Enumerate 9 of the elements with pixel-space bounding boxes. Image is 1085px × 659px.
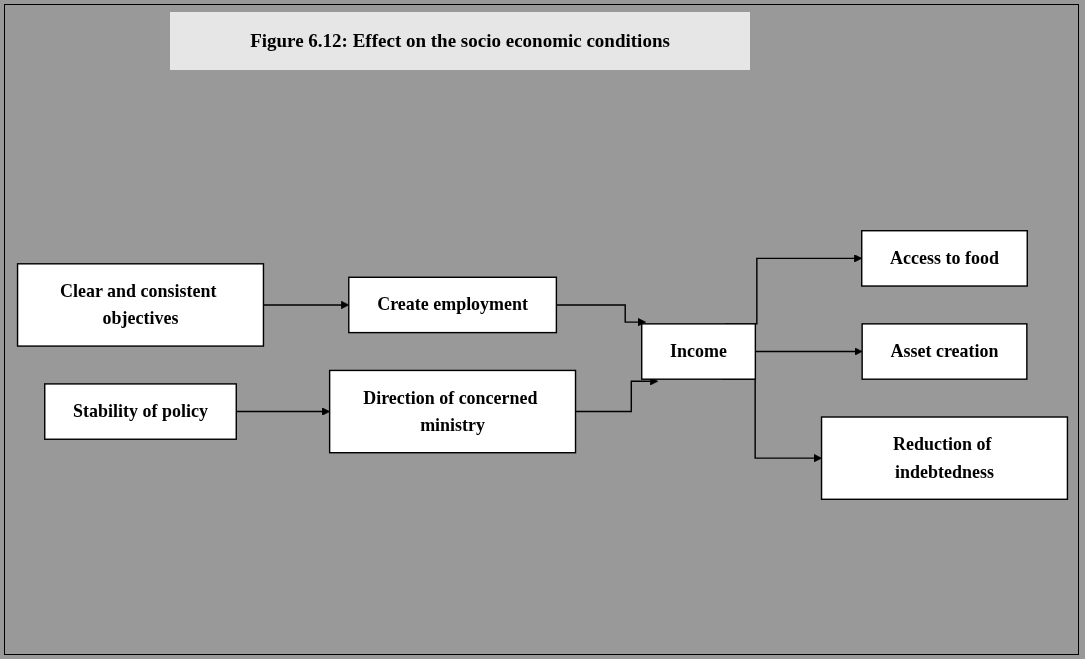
node-box: Income: [641, 323, 757, 380]
node-box: Clear and consistent objectives: [16, 263, 265, 347]
node-box: Reduction of indebtedness: [820, 416, 1069, 500]
node-box: Stability of policy: [44, 383, 237, 440]
node-box: Create employment: [348, 276, 558, 334]
node-box: Direction of concerned ministry: [328, 369, 577, 454]
node-box: Access to food: [861, 230, 1028, 287]
title: Figure 6.12: Effect on the socio economic conditions: [170, 12, 750, 70]
node-box: Asset creation: [861, 323, 1028, 380]
